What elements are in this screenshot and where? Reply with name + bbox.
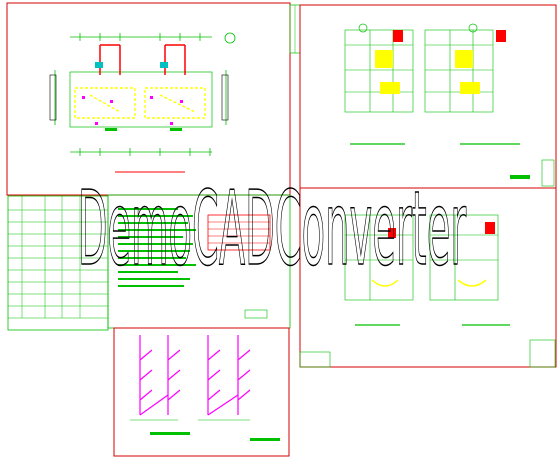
sheet-left-schedule-table (7, 195, 109, 331)
sheet-bottom-right-plans (299, 187, 557, 368)
watermark-text: DemoCADConverter (78, 170, 466, 289)
watermark: DemoCADConverter (77, 169, 466, 289)
sheet-bottom-riser-diagram (113, 327, 290, 457)
sheet-top-left-floor-plan (6, 2, 291, 196)
sheet-top-right-plans (299, 4, 557, 189)
sheet-divider-strip (289, 4, 301, 54)
north-arrow-icon (224, 32, 236, 44)
